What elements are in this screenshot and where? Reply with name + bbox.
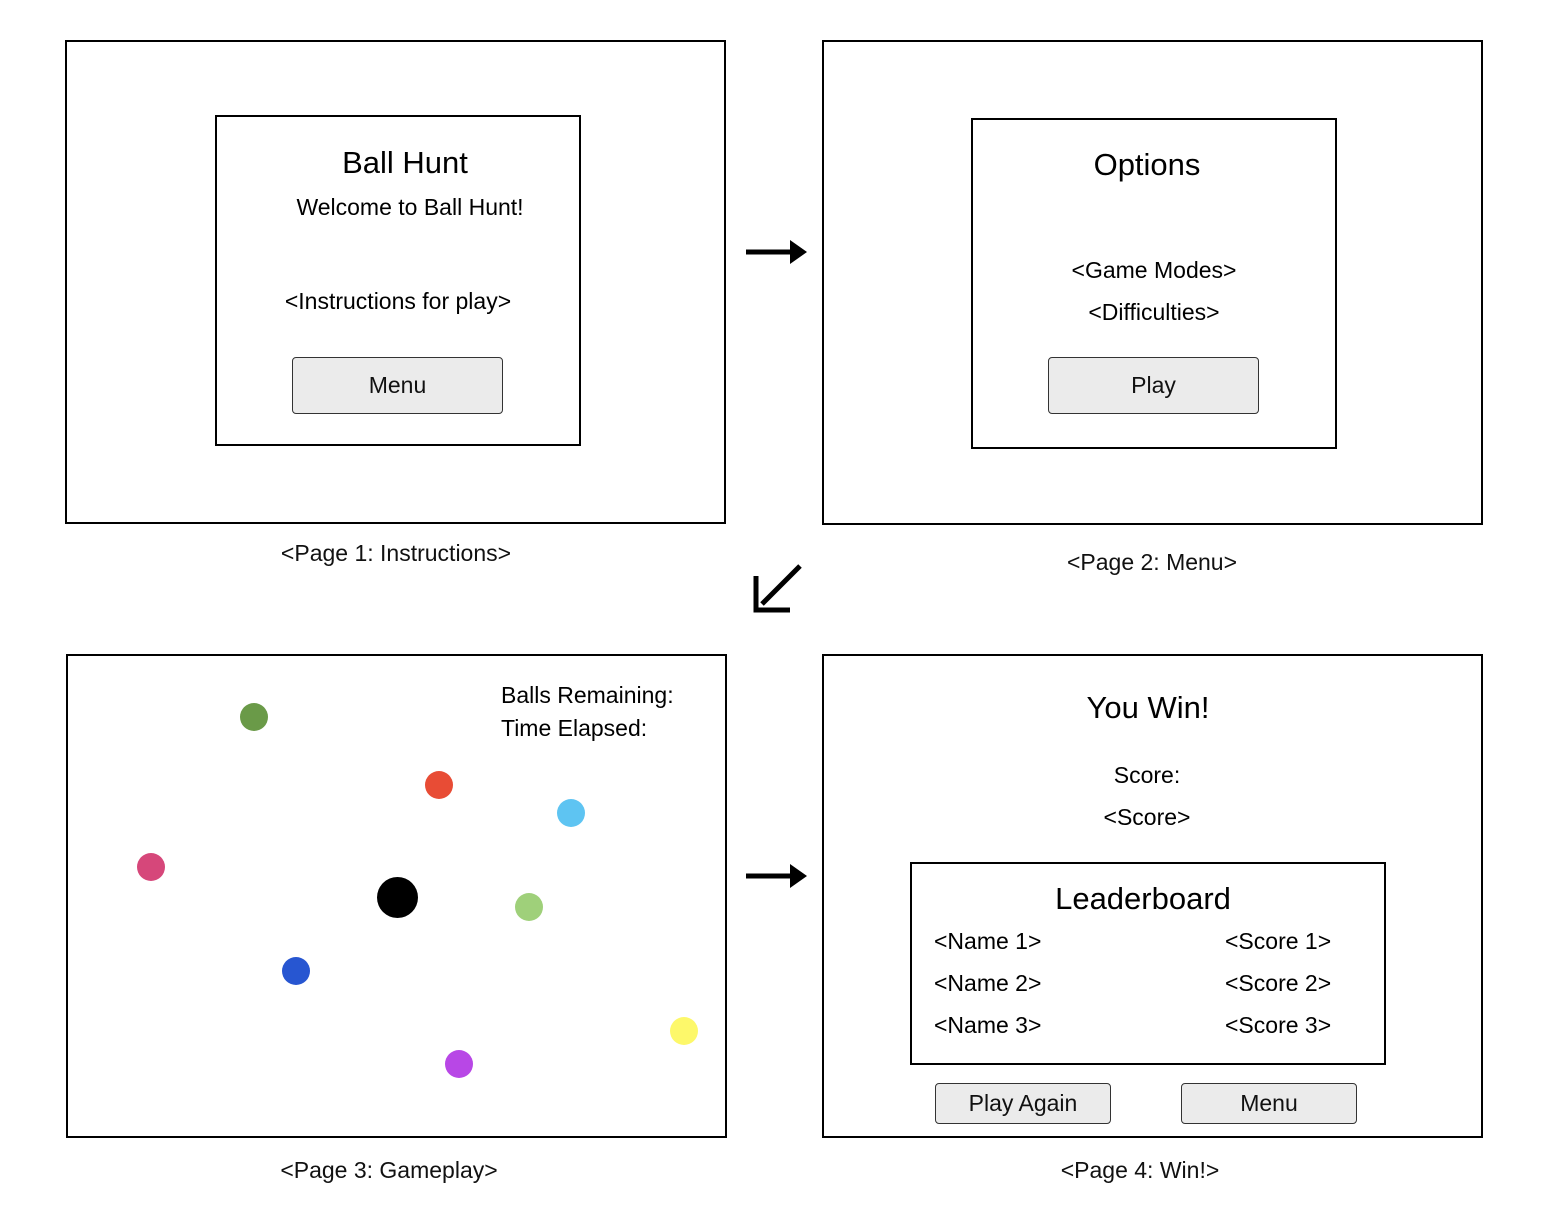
welcome-text: Welcome to Ball Hunt!	[296, 194, 524, 220]
leaderboard-score: <Score 3>	[1225, 1012, 1332, 1038]
leaderboard-score: <Score 2>	[1225, 970, 1332, 996]
player-ball-black[interactable]	[377, 877, 418, 918]
play-button[interactable]: Play	[1048, 357, 1259, 414]
leaderboard-score: <Score 1>	[1225, 928, 1332, 954]
ball-sky-blue[interactable]	[557, 799, 585, 827]
score-value: <Score>	[1103, 804, 1191, 830]
leaderboard-name: <Name 3>	[934, 1012, 1042, 1038]
leaderboard-title: Leaderboard	[1055, 881, 1231, 916]
ball-blue[interactable]	[282, 957, 310, 985]
ball-light-green[interactable]	[515, 893, 543, 921]
leaderboard-name: <Name 1>	[934, 928, 1042, 954]
page3-caption: <Page 3: Gameplay>	[280, 1157, 498, 1183]
menu-button[interactable]: Menu	[292, 357, 503, 414]
arrow-down-left-icon	[753, 564, 802, 613]
difficulties-option[interactable]: <Difficulties>	[1088, 299, 1220, 325]
time-elapsed-label: Time Elapsed:	[501, 715, 648, 741]
ball-green[interactable]	[240, 703, 268, 731]
win-title: You Win!	[1086, 690, 1210, 725]
page1-caption: <Page 1: Instructions>	[280, 540, 512, 566]
leaderboard-panel: Leaderboard <Name 1> <Score 1> <Name 2> …	[910, 862, 1386, 1065]
page2-caption: <Page 2: Menu>	[1066, 549, 1238, 575]
ball-yellow[interactable]	[670, 1017, 698, 1045]
leaderboard-name: <Name 2>	[934, 970, 1042, 996]
ball-red[interactable]	[425, 771, 453, 799]
ball-purple[interactable]	[445, 1050, 473, 1078]
options-dialog: Options <Game Modes> <Difficulties> Play	[971, 118, 1337, 449]
page4-caption: <Page 4: Win!>	[1060, 1157, 1220, 1183]
page2-frame: Options <Game Modes> <Difficulties> Play	[822, 40, 1483, 525]
game-modes-option[interactable]: <Game Modes>	[1071, 257, 1237, 283]
menu-button[interactable]: Menu	[1181, 1083, 1357, 1124]
page1-frame: Ball Hunt Welcome to Ball Hunt! <Instruc…	[65, 40, 726, 524]
ball-pink[interactable]	[137, 853, 165, 881]
score-label: Score:	[1113, 762, 1181, 788]
options-title: Options	[1093, 147, 1201, 182]
page3-frame: Balls Remaining: Time Elapsed:	[66, 654, 727, 1138]
arrow-right-icon	[746, 240, 807, 264]
arrow-right-icon	[746, 864, 807, 888]
instructions-text: <Instructions for play>	[284, 288, 512, 314]
page4-frame: You Win! Score: <Score> Leaderboard <Nam…	[822, 654, 1483, 1138]
game-title: Ball Hunt	[342, 145, 468, 180]
instructions-dialog: Ball Hunt Welcome to Ball Hunt! <Instruc…	[215, 115, 581, 446]
play-again-button[interactable]: Play Again	[935, 1083, 1111, 1124]
balls-remaining-label: Balls Remaining:	[501, 682, 674, 708]
